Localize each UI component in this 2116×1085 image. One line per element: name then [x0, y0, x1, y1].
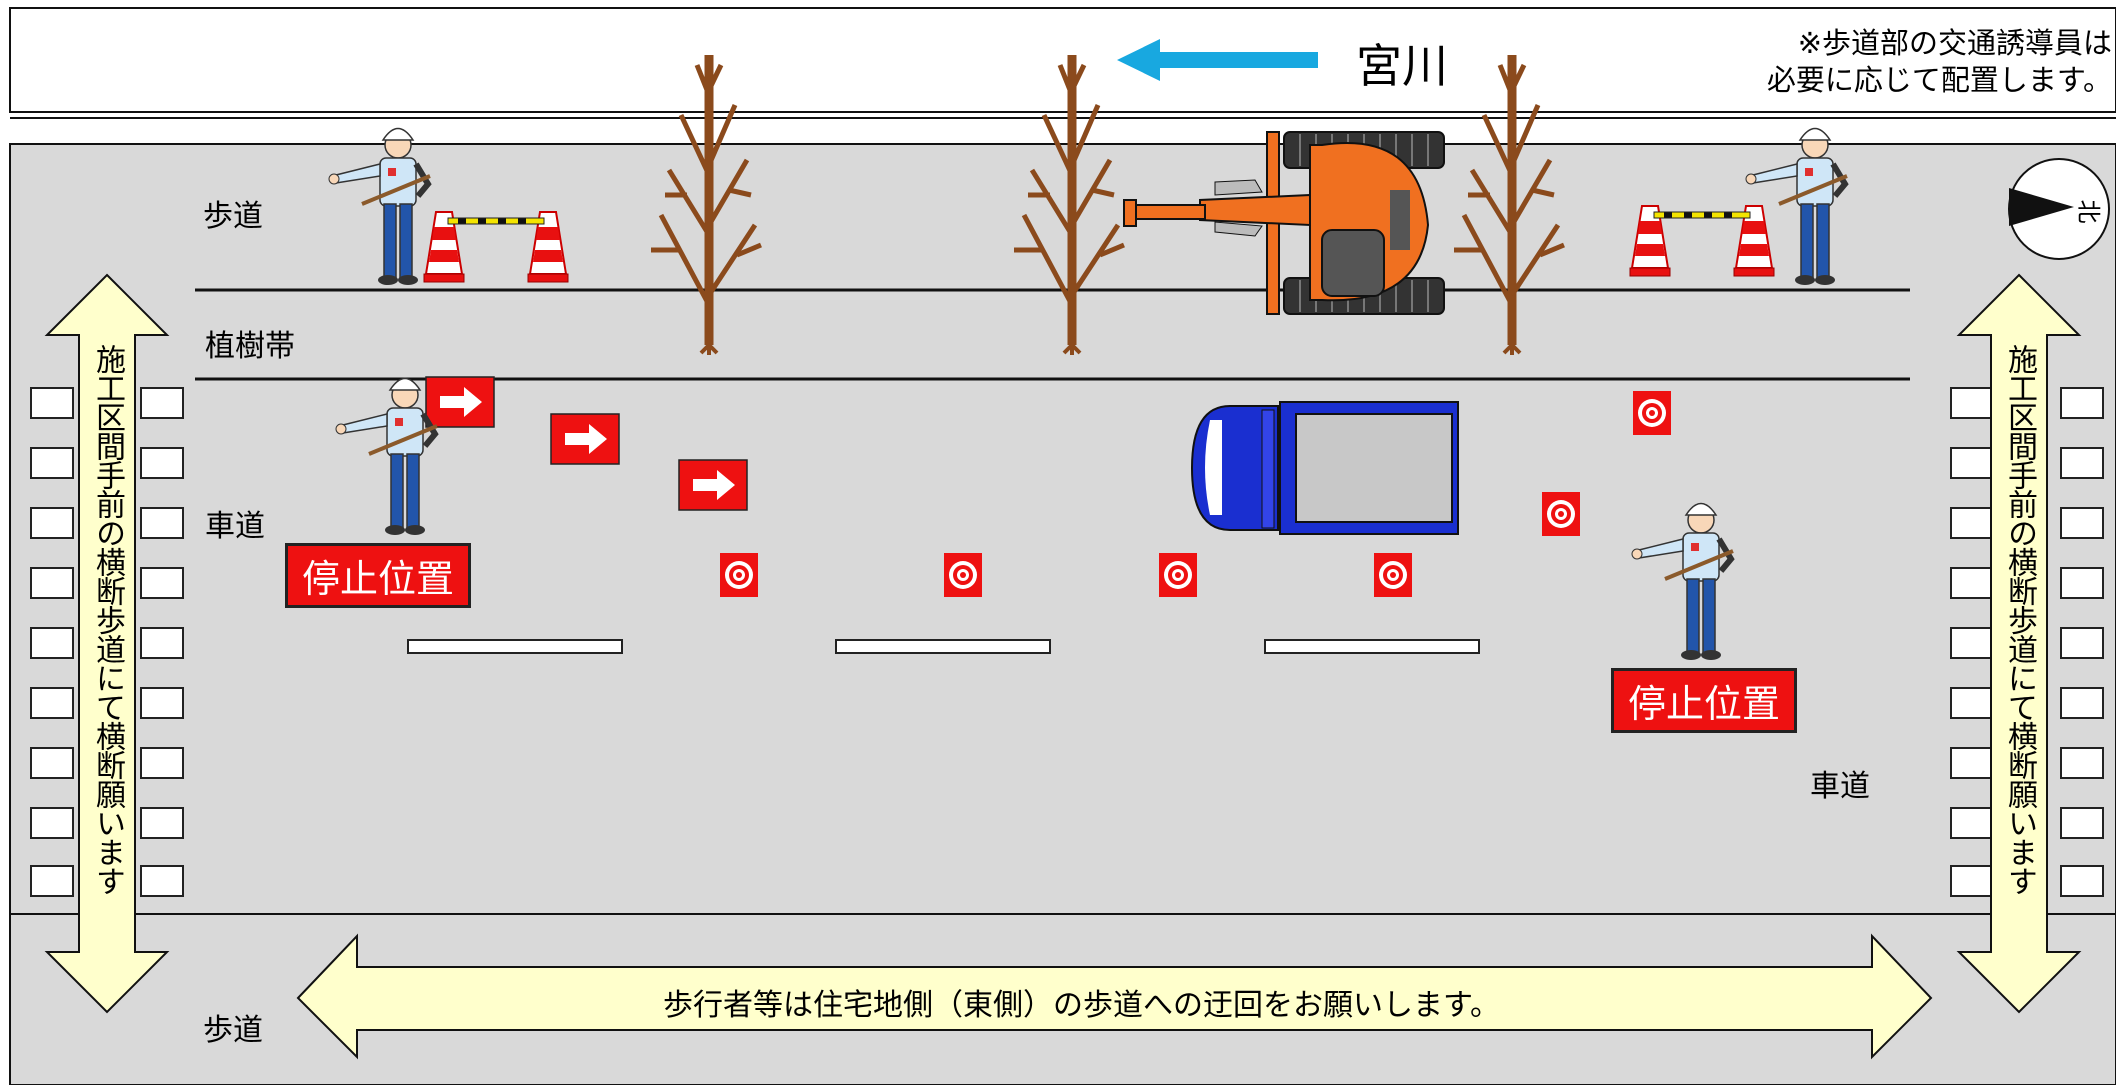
detour-arrow	[296, 933, 1933, 1060]
excavator-icon	[1123, 131, 1445, 315]
river-flow-arrow	[1117, 39, 1318, 81]
label-roadway-left: 車道	[205, 509, 265, 544]
note-line-2: 必要に応じて配置します。	[1766, 63, 2112, 97]
arrow-sign	[678, 459, 748, 511]
target-marker	[944, 553, 982, 597]
target-marker	[1374, 553, 1412, 597]
crosswalk-notice-left: 施工区間手前の横断歩道にて横断願います	[90, 344, 125, 895]
target-marker	[1542, 492, 1580, 536]
lane-mark	[835, 639, 1051, 654]
label-planting: 植樹帯	[205, 329, 295, 364]
north-compass	[2008, 158, 2110, 260]
lane-mark	[1264, 639, 1480, 654]
label-roadway-right: 車道	[1810, 769, 1870, 804]
crosswalk-notice-right: 施工区間手前の横断歩道にて横断願います	[2002, 344, 2037, 895]
label-sidewalk-bottom: 歩道	[203, 1013, 263, 1048]
target-marker	[720, 553, 758, 597]
note-text: ※歩道部の交通誘導員は 必要に応じて配置します。	[1767, 25, 2112, 99]
detour-notice: 歩行者等は住宅地側（東側）の歩道への迂回をお願いします。	[663, 988, 1500, 1023]
road-area	[9, 143, 2116, 915]
river-name: 宮川	[1356, 39, 1448, 93]
lane-mark	[407, 639, 623, 654]
river-band	[9, 7, 2116, 113]
truck-icon	[1190, 401, 1459, 535]
label-sidewalk-top: 歩道	[203, 199, 263, 234]
arrow-sign	[550, 413, 620, 465]
stop-position-sign-left: 停止位置	[285, 543, 471, 608]
target-marker	[1159, 553, 1197, 597]
target-marker	[1633, 391, 1671, 435]
note-line-1: ※歩道部の交通誘導員は	[1797, 26, 2112, 60]
arrow-sign	[425, 376, 495, 428]
stop-position-sign-right: 停止位置	[1611, 668, 1797, 733]
crosswalk-arrow-right	[1956, 273, 2082, 1014]
compass-label: 北	[2074, 199, 2103, 224]
crosswalk-arrow-left	[44, 273, 170, 1014]
